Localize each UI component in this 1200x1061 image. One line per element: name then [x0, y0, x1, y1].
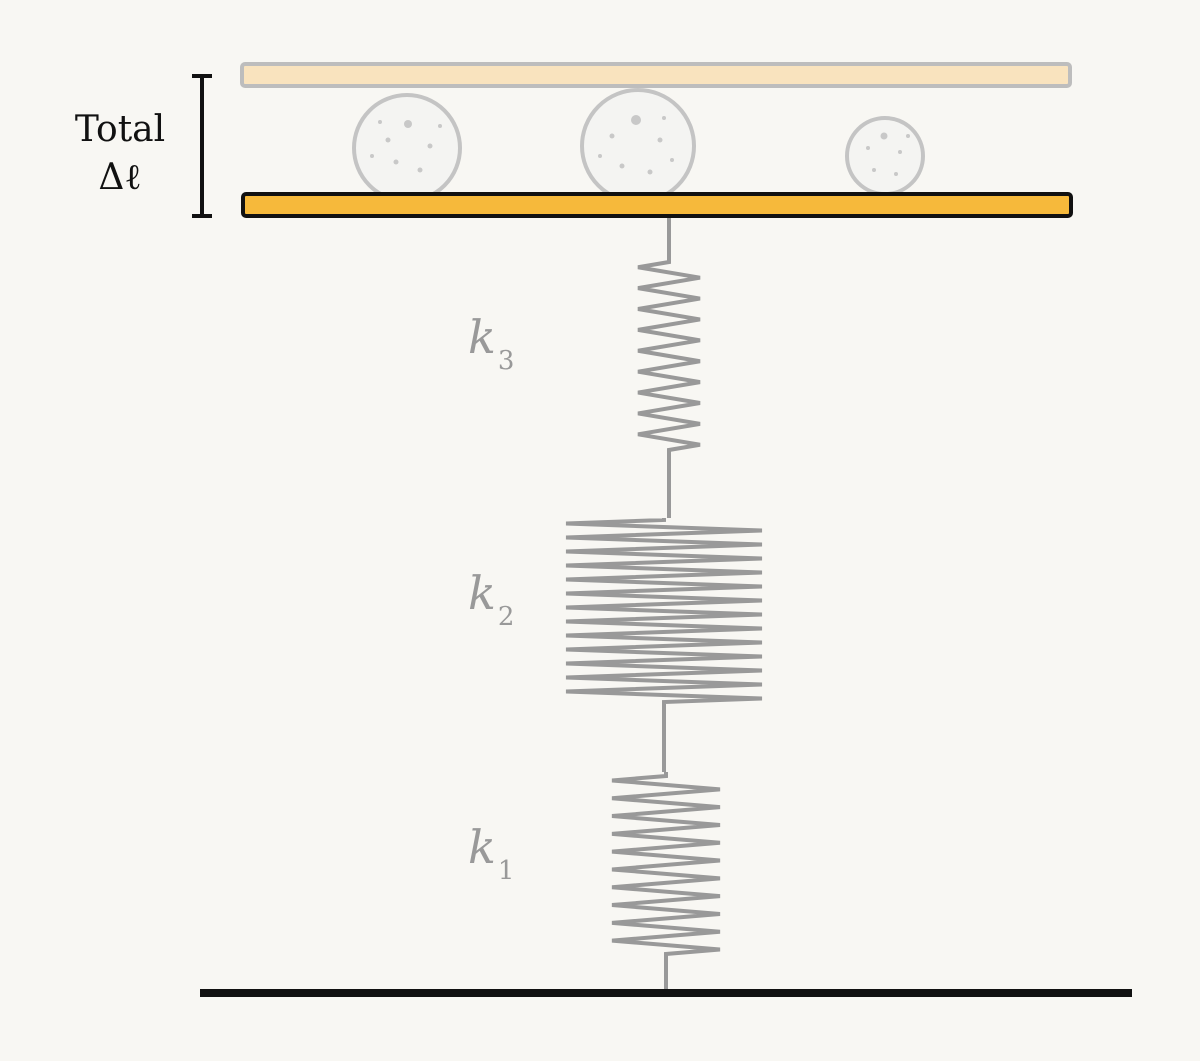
total-label-line1: Total [74, 109, 166, 150]
spring-k1 [611, 772, 721, 990]
spring-k3 [637, 218, 701, 518]
compressed-plate [241, 192, 1073, 218]
total-displacement-label: Total Δℓ [60, 106, 180, 202]
weight-left [352, 93, 462, 203]
spring-symbol: k [468, 310, 496, 364]
original-plate [240, 62, 1072, 88]
spring-label-k1: k1 [468, 820, 514, 886]
spring-subscript: 2 [497, 602, 515, 632]
spring-symbol: k [468, 820, 496, 874]
spring-symbol: k [468, 566, 496, 620]
spring-subscript: 3 [497, 346, 515, 376]
spring-label-k2: k2 [468, 566, 514, 632]
spring-k2 [565, 518, 763, 772]
spring-label-k3: k3 [468, 310, 514, 376]
weight-middle [580, 88, 696, 204]
weight-right [845, 116, 925, 196]
displacement-bracket [192, 74, 212, 218]
spring-subscript: 1 [497, 856, 515, 886]
total-label-line2: Δℓ [98, 157, 142, 198]
